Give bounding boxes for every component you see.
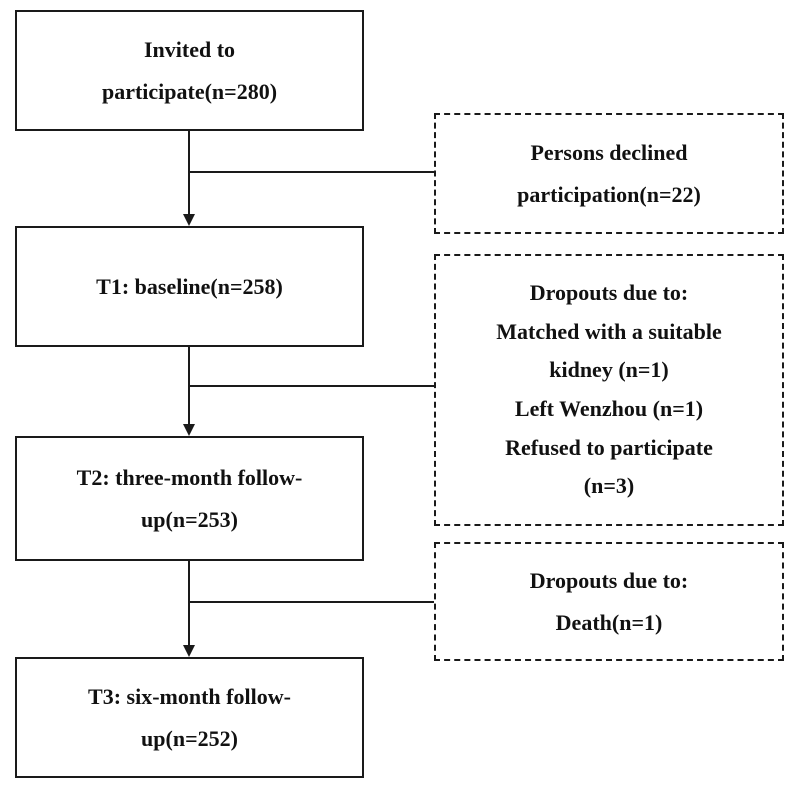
box-invited-line-2: participate(n=280) xyxy=(101,78,278,104)
box-dropouts-1-line-1: Dropouts due to: xyxy=(529,279,689,305)
box-dropouts-1-line-2: Matched with a suitable xyxy=(496,318,722,344)
box-t2-three-month: T2: three-month follow- up(n=253) xyxy=(15,436,364,561)
box-dropouts-1-line-5: Refused to participate xyxy=(505,434,713,460)
box-invited: Invited to participate(n=280) xyxy=(15,10,364,131)
box-t1-line-1: T1: baseline(n=258) xyxy=(96,273,283,299)
box-t1-baseline: T1: baseline(n=258) xyxy=(15,226,364,347)
box-t3-line-2: up(n=252) xyxy=(141,725,238,751)
box-dropouts-2-line-1: Dropouts due to: xyxy=(529,567,689,593)
box-dropouts-1-line-6: (n=3) xyxy=(583,473,635,499)
box-dropouts-1-line-4: Left Wenzhou (n=1) xyxy=(514,396,704,421)
box-declined-line-1: Persons declined xyxy=(530,139,688,165)
box-dropouts-t2-t3: Dropouts due to: Death(n=1) xyxy=(434,542,784,661)
box-t3-six-month: T3: six-month follow- up(n=252) xyxy=(15,657,364,778)
box-t2-line-2: up(n=253) xyxy=(141,506,238,532)
box-dropouts-2-line-2: Death(n=1) xyxy=(555,609,663,635)
box-invited-line-1: Invited to xyxy=(143,36,236,62)
box-t3-line-1: T3: six-month follow- xyxy=(88,683,291,709)
box-dropouts-1-line-3: kidney (n=1) xyxy=(549,357,669,383)
box-t2-line-1: T2: three-month follow- xyxy=(76,464,303,490)
box-declined: Persons declined participation(n=22) xyxy=(434,113,784,234)
box-declined-line-2: participation(n=22) xyxy=(517,181,701,207)
box-dropouts-t1-t2: Dropouts due to: Matched with a suitable… xyxy=(434,254,784,526)
